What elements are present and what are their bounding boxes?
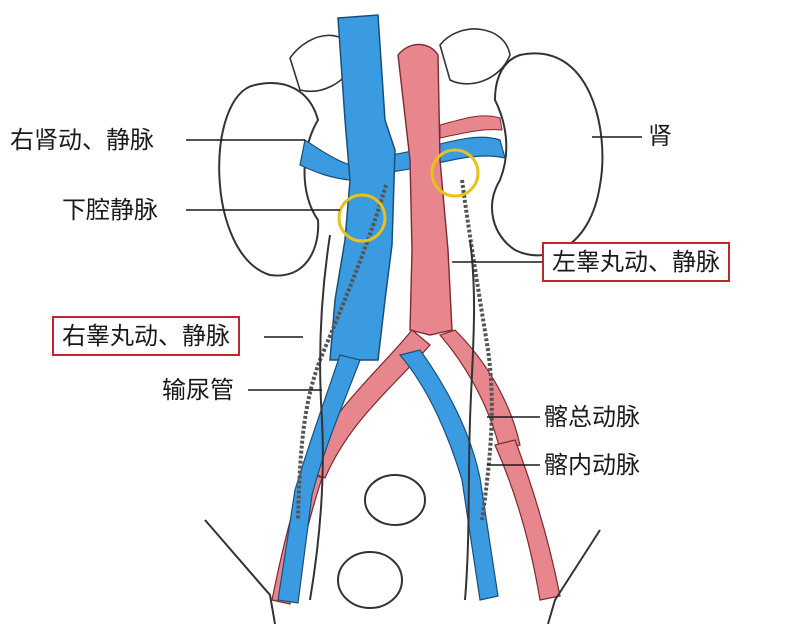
left-testicular-vessels: [460, 179, 494, 521]
abdominal-aorta: [397, 43, 453, 336]
right-ureter: [309, 234, 331, 601]
label-ureter: 输尿管: [162, 376, 234, 404]
left-renal-artery: [439, 115, 503, 139]
right-common-iliac-artery: [304, 329, 431, 479]
inferior-vena-cava: [329, 14, 396, 361]
right-common-iliac-vein: [277, 354, 361, 604]
left-adrenal: [439, 28, 511, 85]
right-renal-vein: [299, 139, 351, 181]
label-internal-iliac-artery: 髂内动脉: [544, 451, 640, 479]
left-iliac-vein: [398, 349, 499, 601]
left-kidney: [491, 52, 604, 257]
label-kidney: 肾: [648, 122, 672, 150]
label-ivc: 下腔静脉: [62, 196, 158, 224]
highlight-circle-left: [430, 148, 480, 198]
bladder-lower: [337, 551, 403, 609]
right-kidney: [218, 82, 320, 277]
left-external-iliac-artery: [494, 439, 561, 601]
left-renal-vein: [389, 136, 506, 173]
pelvic-wall-left: [204, 519, 276, 624]
label-right-testicular-vessels: 右睾丸动、静脉: [52, 316, 240, 356]
highlight-circle-right: [337, 193, 387, 243]
left-ureter: [464, 239, 476, 601]
left-common-iliac-artery: [438, 329, 521, 451]
label-left-testicular-vessels: 左睾丸动、静脉: [542, 242, 730, 282]
label-right-renal-vessels: 右肾动、静脉: [10, 126, 154, 154]
bladder-upper: [364, 474, 426, 526]
label-common-iliac-artery: 髂总动脉: [544, 403, 640, 431]
pelvic-wall-right: [547, 529, 601, 624]
